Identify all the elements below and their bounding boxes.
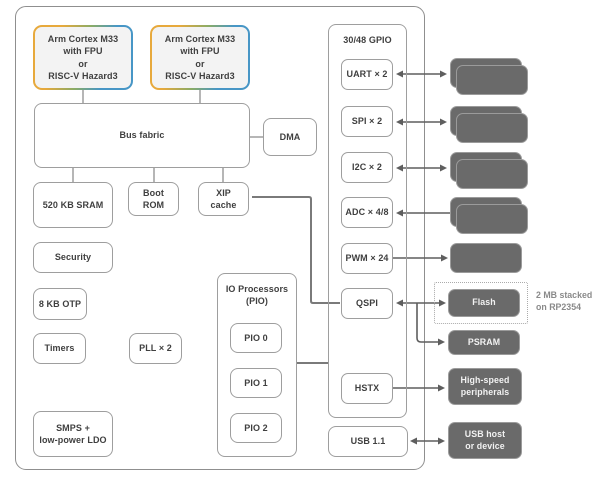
core-block-1: Arm Cortex M33 with FPU or RISC-V Hazard… — [150, 25, 250, 90]
pio-group-title: IO Processors (PIO) — [225, 284, 289, 307]
otp-block: 8 KB OTP — [33, 288, 87, 320]
pwm-external-block — [450, 243, 522, 273]
psram-block: PSRAM — [448, 330, 520, 355]
chip-outline — [15, 6, 425, 470]
usb-block: USB 1.1 — [328, 426, 408, 457]
flash-note: 2 MB stacked on RP2354 — [536, 290, 593, 312]
spi-label: SPI × 2 — [351, 116, 383, 127]
adc-label: ADC × 4/8 — [345, 207, 389, 218]
boot-rom-block: Boot ROM — [128, 182, 179, 216]
pio0-label: PIO 0 — [244, 332, 268, 343]
flash-label: Flash — [472, 297, 496, 308]
core-block-0-body: Arm Cortex M33 with FPU or RISC-V Hazard… — [35, 27, 131, 88]
smps-block: SMPS + low-power LDO — [33, 411, 113, 457]
adc-external-stack-front — [456, 204, 528, 234]
dma-label: DMA — [279, 131, 301, 142]
uart-external-stack-front — [456, 65, 528, 95]
adc-block: ADC × 4/8 — [341, 197, 393, 228]
sram-label: 520 KB SRAM — [42, 199, 104, 210]
pio0-block: PIO 0 — [230, 323, 282, 353]
xip-cache-label: XIP cache — [210, 187, 237, 210]
usb-host-label: USB host or device — [464, 428, 506, 451]
pio2-label: PIO 2 — [244, 422, 268, 433]
security-block: Security — [33, 242, 113, 273]
otp-label: 8 KB OTP — [38, 298, 82, 309]
uart-label: UART × 2 — [346, 69, 388, 80]
bus-fabric-label: Bus fabric — [119, 130, 165, 141]
hstx-block: HSTX — [341, 373, 393, 404]
usb-host-block: USB host or device — [448, 422, 522, 459]
pio1-label: PIO 1 — [244, 377, 268, 388]
xip-cache-block: XIP cache — [198, 182, 249, 216]
flash-block: Flash — [448, 289, 520, 317]
uart-block: UART × 2 — [341, 59, 393, 90]
qspi-block: QSPI — [341, 288, 393, 319]
qspi-label: QSPI — [356, 298, 378, 309]
i2c-block: I2C × 2 — [341, 152, 393, 183]
pio1-block: PIO 1 — [230, 368, 282, 398]
hstx-label: HSTX — [354, 383, 380, 394]
bus-fabric-block: Bus fabric — [34, 103, 250, 168]
gpio-group-title: 30/48 GPIO — [343, 35, 392, 45]
boot-rom-label: Boot ROM — [142, 187, 165, 210]
timers-label: Timers — [44, 343, 75, 354]
core-block-1-body: Arm Cortex M33 with FPU or RISC-V Hazard… — [152, 27, 248, 88]
i2c-label: I2C × 2 — [352, 162, 382, 173]
psram-label: PSRAM — [467, 336, 501, 347]
gpio-group: 30/48 GPIO — [328, 24, 407, 418]
usb-label: USB 1.1 — [350, 436, 386, 447]
pwm-block: PWM × 24 — [341, 243, 393, 274]
pio2-block: PIO 2 — [230, 413, 282, 443]
core-label: Arm Cortex M33 with FPU or RISC-V Hazard… — [47, 34, 119, 81]
high-speed-peripherals-block: High-speed peripherals — [448, 368, 522, 405]
sram-block: 520 KB SRAM — [33, 182, 113, 228]
i2c-external-stack-front — [456, 159, 528, 189]
pll-block: PLL × 2 — [129, 333, 182, 364]
pio-group: IO Processors (PIO) — [217, 273, 297, 457]
spi-block: SPI × 2 — [341, 106, 393, 137]
timers-block: Timers — [33, 333, 86, 364]
smps-label: SMPS + low-power LDO — [39, 422, 107, 445]
flash-dashed-outline — [434, 282, 528, 324]
core-label: Arm Cortex M33 with FPU or RISC-V Hazard… — [164, 34, 236, 81]
dma-block: DMA — [263, 118, 317, 156]
spi-external-stack-front — [456, 113, 528, 143]
pwm-label: PWM × 24 — [345, 253, 389, 264]
high-speed-peripherals-label: High-speed peripherals — [460, 374, 510, 397]
core-block-0: Arm Cortex M33 with FPU or RISC-V Hazard… — [33, 25, 133, 90]
security-label: Security — [54, 252, 92, 263]
pll-label: PLL × 2 — [139, 343, 172, 354]
